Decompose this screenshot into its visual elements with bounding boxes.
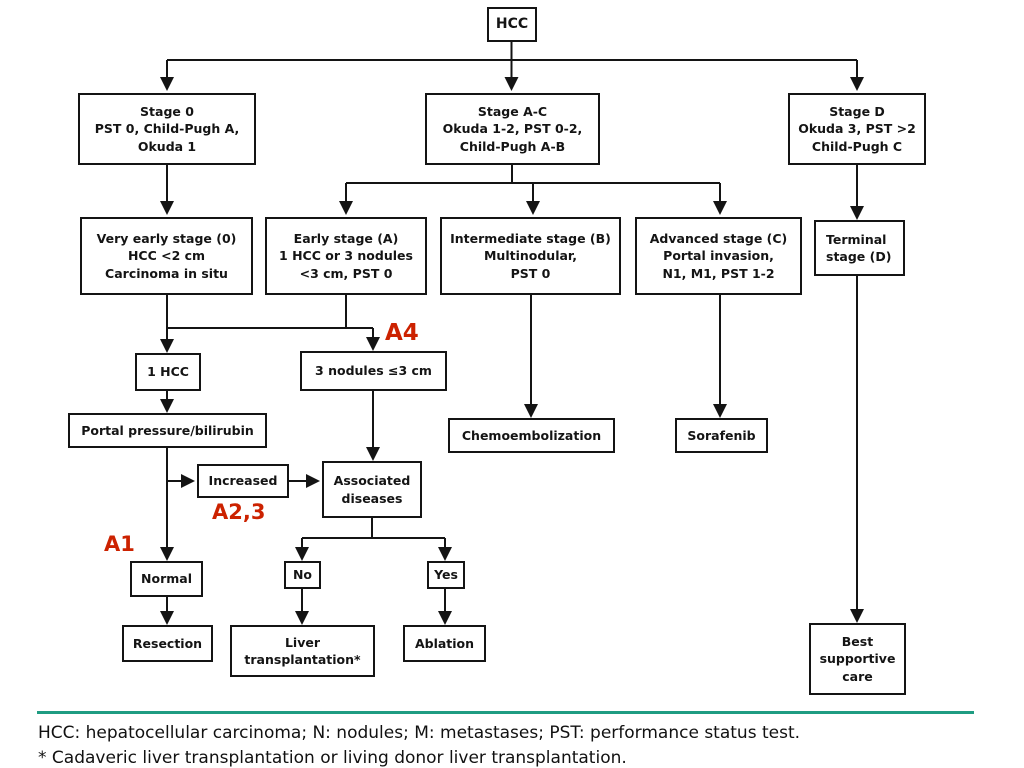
connector-hcc-to-stages (160, 42, 864, 91)
annotation-a1: A1 (104, 532, 135, 556)
node-1-hcc: 1 HCC (135, 353, 201, 391)
node-advanced-stage: Advanced stage (C) Portal invasion, N1, … (635, 217, 802, 295)
node-resection: Resection (122, 625, 213, 662)
node-best-supportive-care: Best supportive care (809, 623, 906, 695)
footer-divider (37, 711, 974, 714)
node-hcc: HCC (487, 7, 537, 42)
footer-asterisk-note: * Cadaveric liver transplantation or liv… (38, 748, 627, 768)
connector-associated-split (295, 518, 452, 561)
connector-stageac-split (339, 165, 727, 215)
connector-early-junction (160, 295, 380, 353)
node-early-stage: Early stage (A) 1 HCC or 3 nodules <3 cm… (265, 217, 427, 295)
node-stage-0: Stage 0 PST 0, Child-Pugh A, Okuda 1 (78, 93, 256, 165)
node-chemoembolization: Chemoembolization (448, 418, 615, 453)
node-no: No (284, 561, 321, 589)
node-portal-pressure: Portal pressure/bilirubin (68, 413, 267, 448)
node-intermediate-stage: Intermediate stage (B) Multinodular, PST… (440, 217, 621, 295)
connector-portal-branches (160, 448, 195, 561)
node-very-early-stage: Very early stage (0) HCC <2 cm Carcinoma… (80, 217, 253, 295)
node-increased: Increased (197, 464, 289, 498)
annotation-a4: A4 (385, 320, 419, 346)
node-associated-diseases: Associated diseases (322, 461, 422, 518)
node-ablation: Ablation (403, 625, 486, 662)
node-sorafenib: Sorafenib (675, 418, 768, 453)
node-yes: Yes (427, 561, 465, 589)
node-normal: Normal (130, 561, 203, 597)
annotation-a2-3: A2,3 (212, 500, 266, 524)
node-stage-a-c: Stage A-C Okuda 1-2, PST 0-2, Child-Pugh… (425, 93, 600, 165)
footer-abbreviations: HCC: hepatocellular carcinoma; N: nodule… (38, 723, 801, 743)
node-liver-transplantation: Liver transplantation* (230, 625, 375, 677)
connector-to-treatments (160, 272, 864, 625)
node-terminal-stage: Terminal stage (D) (814, 220, 905, 276)
node-stage-d: Stage D Okuda 3, PST >2 Child-Pugh C (788, 93, 926, 165)
node-3-nodules: 3 nodules ≤3 cm (300, 351, 447, 391)
